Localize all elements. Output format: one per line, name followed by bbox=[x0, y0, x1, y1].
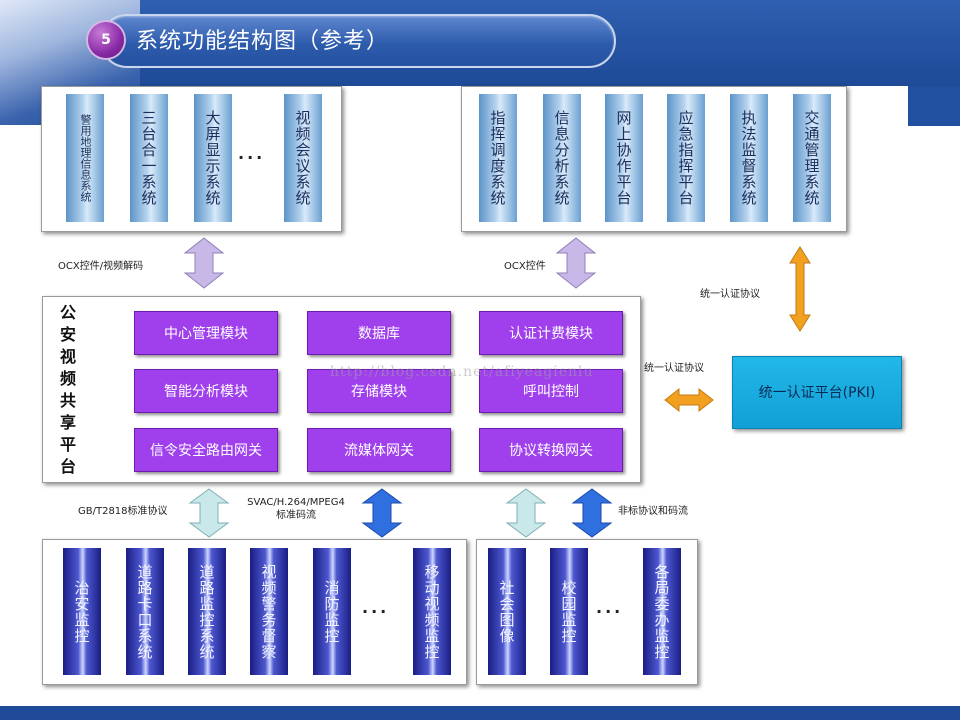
system-column: 大屏显示系统 bbox=[194, 94, 232, 222]
top-right-systems-frame bbox=[461, 86, 847, 232]
double-arrow-horizontal-orange bbox=[664, 387, 714, 413]
system-column: 视频会议系统 bbox=[284, 94, 322, 222]
system-column: 三台合一系统 bbox=[130, 94, 168, 222]
monitoring-column: 视频警务督察 bbox=[250, 548, 288, 675]
monitoring-column: 道路监控系统 bbox=[188, 548, 226, 675]
slide-number-badge: 5 bbox=[88, 22, 124, 58]
module-protocol-gateway: 协议转换网关 bbox=[479, 428, 623, 472]
monitoring-column: 社会图像 bbox=[488, 548, 526, 675]
more-systems-ellipsis: ··· bbox=[362, 602, 390, 621]
module-database: 数据库 bbox=[307, 311, 451, 355]
monitoring-column: 道路卡口系统 bbox=[126, 548, 164, 675]
platform-label: 公安视频共享平台 bbox=[59, 303, 76, 476]
double-arrow-vertical-blue bbox=[571, 488, 613, 538]
double-arrow-vertical bbox=[555, 237, 597, 289]
module-storage: 存储模块 bbox=[307, 369, 451, 413]
more-systems-ellipsis: ··· bbox=[596, 602, 624, 621]
double-arrow-vertical bbox=[183, 237, 225, 289]
module-intelligent-analysis: 智能分析模块 bbox=[134, 369, 278, 413]
monitoring-column: 消防监控 bbox=[313, 548, 351, 675]
system-column: 交通管理系统 bbox=[793, 94, 831, 222]
module-call-control: 呼叫控制 bbox=[479, 369, 623, 413]
connector-label-nonstandard: 非标协议和码流 bbox=[618, 506, 688, 517]
double-arrow-vertical-teal bbox=[188, 488, 230, 538]
footer-band bbox=[0, 706, 960, 720]
header-corner-block bbox=[908, 86, 960, 126]
slide-title: 系统功能结构图（参考） bbox=[136, 29, 390, 54]
connector-label-ocx-decode: OCX控件/视频解码 bbox=[58, 261, 144, 272]
monitoring-column: 校园监控 bbox=[550, 548, 588, 675]
connector-label-ocx: OCX控件 bbox=[504, 261, 546, 272]
system-column: 执法监督系统 bbox=[730, 94, 768, 222]
double-arrow-vertical-blue bbox=[361, 488, 403, 538]
watermark: http://blog.csdn.net/afiyeagienlu bbox=[330, 364, 594, 380]
double-arrow-vertical-orange bbox=[789, 246, 811, 332]
more-systems-ellipsis: ··· bbox=[238, 148, 266, 167]
module-signaling-gateway: 信令安全路由网关 bbox=[134, 428, 278, 472]
connector-label-auth: 统一认证协议 bbox=[700, 289, 760, 300]
connector-label-svac-line2: 标准码流 bbox=[276, 510, 316, 521]
system-column: 信息分析系统 bbox=[543, 94, 581, 222]
module-central-management: 中心管理模块 bbox=[134, 311, 278, 355]
pki-auth-platform: 统一认证平台(PKI) bbox=[732, 356, 902, 429]
connector-label-auth-mid: 统一认证协议 bbox=[644, 363, 704, 374]
monitoring-column: 移动视频监控 bbox=[413, 548, 451, 675]
monitoring-column: 各局委办监控 bbox=[643, 548, 681, 675]
module-auth-billing: 认证计费模块 bbox=[479, 311, 623, 355]
system-column: 指挥调度系统 bbox=[479, 94, 517, 222]
system-column: 警用地理信息系统 bbox=[66, 94, 104, 222]
connector-label-svac-line1: SVAC/H.264/MPEG4 bbox=[247, 497, 345, 508]
double-arrow-vertical-teal bbox=[505, 488, 547, 538]
connector-label-svac: SVAC/H.264/MPEG4 标准码流 bbox=[236, 496, 356, 522]
module-streaming-gateway: 流媒体网关 bbox=[307, 428, 451, 472]
system-column: 应急指挥平台 bbox=[667, 94, 705, 222]
system-column: 网上协作平台 bbox=[605, 94, 643, 222]
connector-label-gb: GB/T2818标准协议 bbox=[78, 506, 168, 517]
monitoring-column: 治安监控 bbox=[63, 548, 101, 675]
